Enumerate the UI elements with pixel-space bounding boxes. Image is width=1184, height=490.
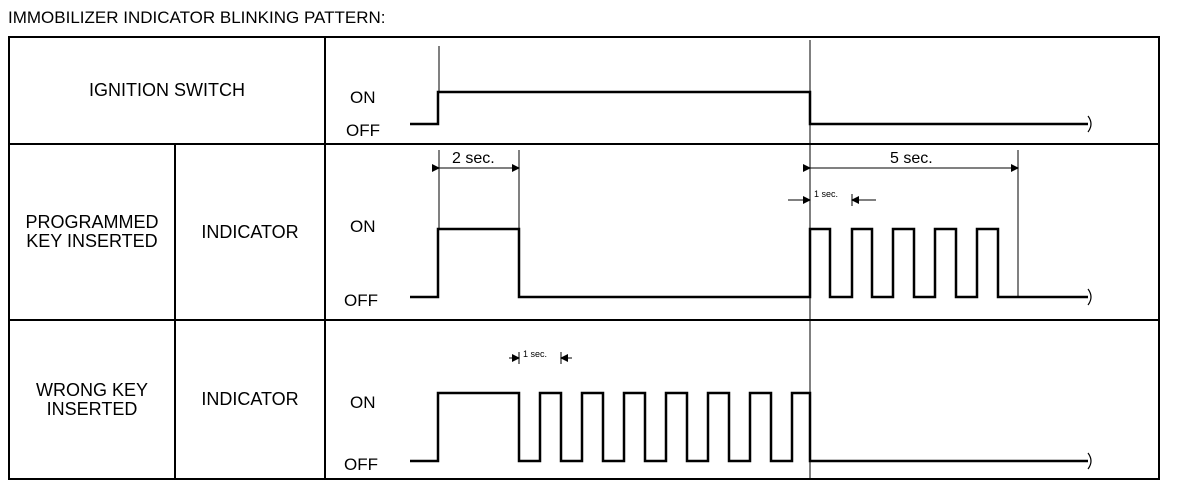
wrong-key-label: WRONG KEY INSERTED <box>10 321 174 478</box>
timing-table: IGNITION SWITCH PROGRAMMED KEY INSERTED … <box>8 36 1160 480</box>
two-sec-label: 2 sec. <box>452 150 495 167</box>
programmed-indicator-waveform <box>410 227 1088 299</box>
programmed-on-label: ON <box>350 217 376 236</box>
one-sec-programmed-label: 1 sec. <box>814 189 838 199</box>
wrong-indicator-waveform <box>410 391 1088 463</box>
wrong-off-label: OFF <box>344 455 378 474</box>
wrong-break-mark <box>1087 452 1092 470</box>
one-sec-wrong-label: 1 sec. <box>523 349 547 359</box>
programmed-key-label-line2: KEY INSERTED <box>26 231 158 251</box>
column-divider-sub <box>174 145 176 478</box>
ignition-switch-label: IGNITION SWITCH <box>89 80 245 100</box>
five-sec-label: 5 sec. <box>890 150 933 167</box>
row-divider-1 <box>10 143 1158 145</box>
wrong-key-label-line2: INSERTED <box>46 398 138 419</box>
wrong-key-label-line1: WRONG KEY <box>35 379 148 400</box>
programmed-key-label: PROGRAMMED KEY INSERTED <box>10 145 174 319</box>
programmed-break-mark <box>1087 288 1092 306</box>
ignition-on-label: ON <box>350 88 376 107</box>
ignition-off-label: OFF <box>346 121 380 140</box>
ignition-switch-waveform <box>410 90 1088 126</box>
ignition-break-mark <box>1087 115 1092 133</box>
programmed-off-label: OFF <box>344 291 378 310</box>
programmed-key-label-line1: PROGRAMMED <box>25 212 159 232</box>
wrong-indicator-label: INDICATOR <box>201 389 299 409</box>
diagram-title: IMMOBILIZER INDICATOR BLINKING PATTERN: <box>8 8 386 27</box>
column-divider-main <box>324 38 326 478</box>
programmed-indicator-label: INDICATOR <box>201 221 299 242</box>
row-divider-2 <box>10 319 1158 321</box>
wrong-on-label: ON <box>350 393 376 412</box>
